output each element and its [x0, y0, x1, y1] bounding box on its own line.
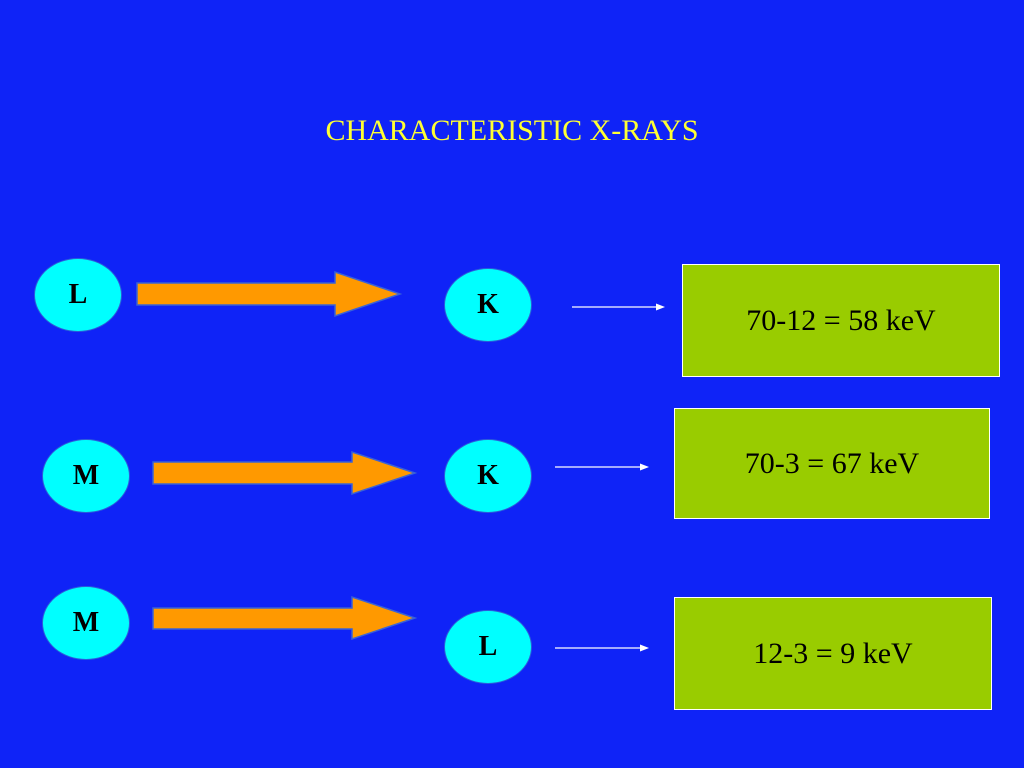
shell-to-2: K: [444, 439, 532, 513]
shell-label: M: [72, 607, 100, 638]
transition-arrow-2: [152, 450, 418, 496]
emission-arrow-3: [555, 644, 649, 652]
energy-box-2: 70-3 = 67 keV: [674, 408, 990, 519]
shell-to-1: K: [444, 268, 532, 342]
shell-label: L: [68, 279, 88, 310]
shell-to-3: L: [444, 610, 532, 684]
slide-title: CHARACTERISTIC X-RAYS: [325, 114, 699, 147]
shell-label: K: [477, 460, 499, 491]
emission-arrow-2: [555, 463, 649, 471]
energy-box-1: 70-12 = 58 keV: [682, 264, 1000, 377]
shell-from-2: M: [42, 439, 130, 513]
shell-from-1: L: [34, 258, 122, 332]
energy-text: 12-3 = 9 keV: [753, 636, 913, 670]
shell-label: K: [477, 289, 499, 320]
transition-arrow-3: [152, 595, 418, 641]
shell-from-3: M: [42, 586, 130, 660]
shell-label: M: [72, 460, 100, 491]
shell-label: L: [478, 631, 498, 662]
energy-box-3: 12-3 = 9 keV: [674, 597, 992, 710]
energy-text: 70-12 = 58 keV: [746, 303, 936, 337]
transition-arrow-1: [136, 270, 403, 318]
emission-arrow-1: [572, 303, 665, 311]
energy-text: 70-3 = 67 keV: [744, 447, 920, 480]
